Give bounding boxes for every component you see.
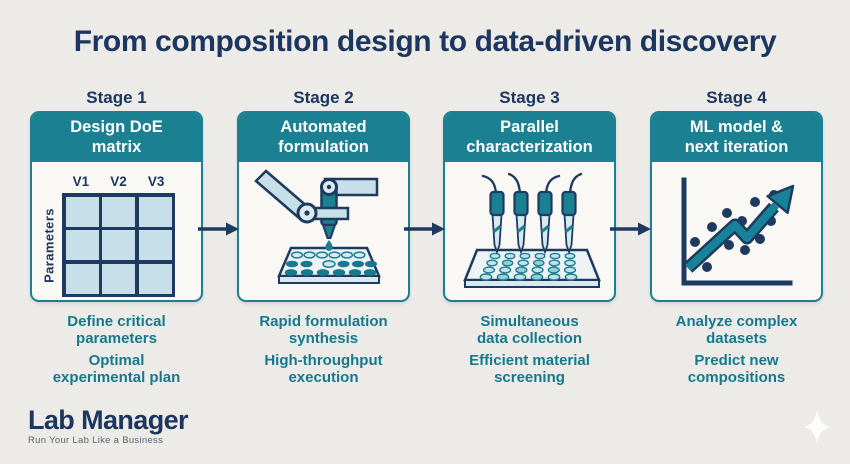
stage-3-bullets: Simultaneous data collection Efficient m… bbox=[469, 313, 590, 387]
logo-wordmark: Lab Manager bbox=[28, 405, 189, 435]
bullet: Define critical parameters bbox=[67, 313, 166, 347]
stage-4-header: ML model & next iteration bbox=[652, 113, 821, 162]
doe-row-axis-label: Parameters bbox=[41, 208, 57, 283]
stage-4-card: ML model & next iteration bbox=[650, 111, 823, 302]
sparkle-icon bbox=[804, 410, 830, 444]
bullet: Predict new compositions bbox=[687, 351, 786, 386]
doe-col-v3: V3 bbox=[147, 174, 165, 189]
stage-1-header: Design DoE matrix bbox=[32, 113, 201, 162]
bullet: Rapid formulation synthesis bbox=[259, 313, 388, 347]
stage-2-body bbox=[239, 162, 408, 300]
flow-arrow-2-3 bbox=[404, 221, 446, 237]
lab-manager-logo: Lab Manager Run Your Lab Like a Business bbox=[28, 405, 189, 446]
scatter-trend-icon bbox=[681, 177, 795, 286]
stage-1-body: V1 V2 V3 Parameters bbox=[32, 162, 201, 300]
stage-4-column: Stage 4 ML model & next iteration bbox=[650, 88, 823, 387]
robot-arm-icon bbox=[254, 169, 381, 284]
logo-tagline: Run Your Lab Like a Business bbox=[28, 435, 164, 446]
stage-2-header: Automated formulation bbox=[239, 113, 408, 162]
stage-3-label: Stage 3 bbox=[499, 88, 560, 107]
stage-3-header: Parallel characterization bbox=[445, 113, 614, 162]
doe-matrix-cell bbox=[102, 196, 135, 227]
page-title: From composition design to data-driven d… bbox=[73, 25, 777, 58]
stage-4-bullets: Analyze complex datasets Predict new com… bbox=[675, 313, 798, 387]
stage-2-column: Stage 2 Automated formulation bbox=[237, 88, 410, 387]
parallel-probes-icon bbox=[463, 172, 601, 288]
doe-matrix-cell bbox=[102, 230, 135, 260]
doe-matrix-cell bbox=[138, 196, 172, 227]
doe-col-v2: V2 bbox=[110, 174, 127, 189]
right-arrow-icon bbox=[404, 222, 445, 236]
stage-1-card: Design DoE matrix V1 V2 V3 Parameters bbox=[30, 111, 203, 302]
stage-4-body bbox=[652, 162, 821, 300]
stage-3-body bbox=[445, 162, 614, 300]
bullet: Optimal experimental plan bbox=[52, 351, 181, 386]
bullet: High-throughput execution bbox=[264, 351, 383, 386]
stage-1-bullets: Define critical parameters Optimal exper… bbox=[52, 313, 181, 387]
bullet: Efficient material screening bbox=[469, 351, 590, 386]
stage-4-label: Stage 4 bbox=[706, 88, 767, 107]
bullet: Analyze complex datasets bbox=[675, 313, 798, 347]
stage-3-column: Stage 3 Parallel characterization bbox=[443, 88, 616, 387]
doe-matrix-cell bbox=[65, 196, 99, 227]
doe-matrix-cell bbox=[65, 230, 99, 260]
doe-grid bbox=[62, 193, 175, 297]
doe-matrix-cell bbox=[102, 263, 135, 294]
flow-arrow-3-4 bbox=[610, 221, 652, 237]
stage-2-label: Stage 2 bbox=[293, 88, 354, 107]
doe-column-labels: V1 V2 V3 bbox=[62, 174, 175, 189]
doe-matrix-cell bbox=[138, 230, 172, 260]
doe-matrix-cell bbox=[138, 263, 172, 294]
stage-2-card: Automated formulation bbox=[237, 111, 410, 302]
bullet: Simultaneous data collection bbox=[476, 313, 583, 347]
stage-2-bullets: Rapid formulation synthesis High-through… bbox=[259, 313, 388, 387]
stage-1-column: Stage 1 Design DoE matrix V1 V2 V3 Param… bbox=[30, 88, 203, 387]
stage-3-card: Parallel characterization bbox=[443, 111, 616, 302]
doe-matrix-cell bbox=[65, 263, 99, 294]
right-arrow-icon bbox=[610, 222, 651, 236]
doe-col-v1: V1 bbox=[72, 174, 90, 189]
stage-1-label: Stage 1 bbox=[86, 88, 147, 107]
flow-arrow-1-2 bbox=[198, 221, 240, 237]
right-arrow-icon bbox=[198, 222, 239, 236]
